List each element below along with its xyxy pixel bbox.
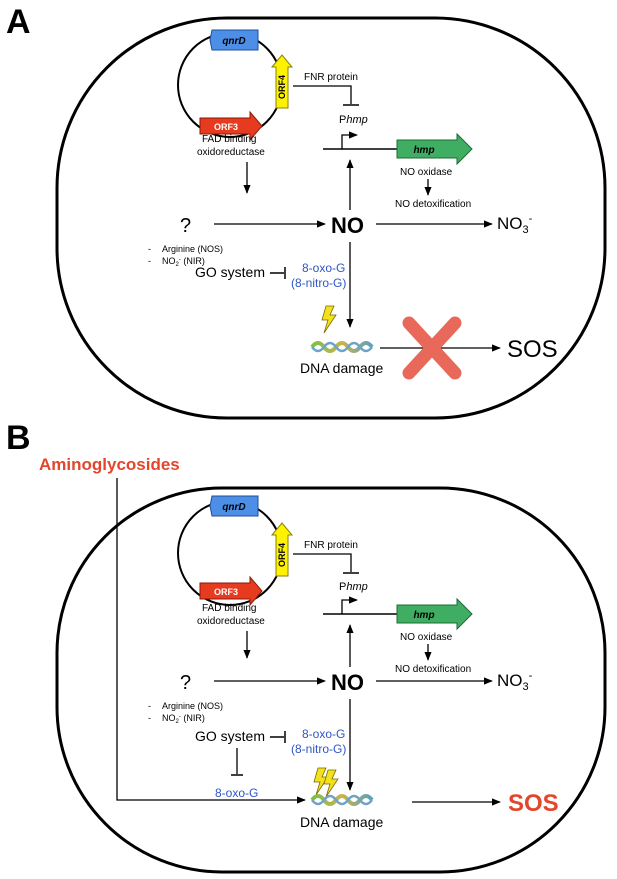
- svg-text:ORF3: ORF3: [214, 122, 238, 132]
- oxo-g-lower-label: 8-oxo-G: [215, 786, 258, 800]
- gene-orf3: ORF3: [199, 110, 263, 142]
- lightning-icon: [321, 305, 337, 334]
- fad-label-2: oxidoreductase: [197, 616, 265, 627]
- nitro-g-label: (8-nitro-G): [291, 276, 346, 290]
- svg-text:qnrD: qnrD: [222, 36, 245, 47]
- source-nitrite: NO2- (NIR): [162, 256, 205, 268]
- sos-label: SOS: [508, 790, 559, 817]
- svg-text:ORF4: ORF4: [277, 75, 287, 99]
- gene-orf4: ORF4: [270, 522, 294, 577]
- fad-label-1: FAD binding: [202, 603, 256, 614]
- dash-2: -: [148, 256, 151, 266]
- dna-helix-icon: [310, 794, 374, 806]
- gene-orf4: ORF4: [270, 54, 294, 109]
- promoter-arrow: [341, 131, 358, 149]
- svg-text:hmp: hmp: [413, 145, 434, 156]
- source-arginine: Arginine (NOS): [162, 244, 223, 254]
- no-detox-label: NO detoxification: [395, 664, 471, 675]
- nitrate-product: NO3-: [497, 670, 533, 693]
- gene-qnrD: qnrD: [209, 495, 259, 517]
- dna-helix-icon: [310, 341, 374, 353]
- fnr-inhibit-line: [293, 85, 352, 104]
- no-oxidase-label: NO oxidase: [400, 167, 453, 178]
- no-detox-label: NO detoxification: [395, 199, 471, 210]
- panel-a: A qnrD ORF4 ORF3 FNR protein Phmp hmp NO…: [6, 3, 607, 420]
- svg-text:ORF3: ORF3: [214, 587, 238, 597]
- promoter-arrow: [341, 596, 358, 614]
- svg-text:qnrD: qnrD: [222, 502, 245, 513]
- promoter-label: Phmp: [339, 581, 368, 593]
- no-node: NO: [331, 213, 364, 238]
- gene-hmp: hmp: [396, 132, 473, 166]
- gene-qnrD: qnrD: [209, 29, 259, 51]
- fad-label-2: oxidoreductase: [197, 147, 265, 158]
- aminoglycosides-label: Aminoglycosides: [39, 455, 180, 474]
- nitrate-product: NO3-: [497, 213, 533, 236]
- fnr-label: FNR protein: [304, 540, 358, 551]
- cell-outline: [55, 486, 607, 874]
- gene-hmp: hmp: [396, 597, 473, 631]
- panel-b: B Aminoglycosides qnrD ORF4 ORF3 FNR pro…: [6, 419, 607, 874]
- oxo-g-label: 8-oxo-G: [302, 727, 345, 741]
- go-system-label: GO system: [195, 264, 265, 280]
- aminoglycoside-to-dna-arrow: [116, 478, 306, 804]
- no-oxidase-label: NO oxidase: [400, 632, 453, 643]
- promoter-label: Phmp: [339, 114, 368, 126]
- dash-2: -: [148, 713, 151, 723]
- blocked-cross-icon: [402, 316, 462, 380]
- fad-label-1: FAD binding: [202, 134, 256, 145]
- go-system-label: GO system: [195, 728, 265, 744]
- svg-text:ORF4: ORF4: [277, 543, 287, 567]
- dash-1: -: [148, 244, 151, 254]
- oxo-g-label: 8-oxo-G: [302, 261, 345, 275]
- unknown-source: ?: [180, 672, 191, 694]
- dna-damage-label: DNA damage: [300, 360, 383, 376]
- panel-letter: A: [6, 3, 31, 41]
- dash-1: -: [148, 701, 151, 711]
- source-nitrite: NO2- (NIR): [162, 713, 205, 725]
- cell-outline: [55, 16, 607, 420]
- double-lightning-icon: [313, 767, 339, 798]
- sos-label: SOS: [507, 336, 558, 363]
- source-arginine: Arginine (NOS): [162, 701, 223, 711]
- fnr-label: FNR protein: [304, 72, 358, 83]
- unknown-source: ?: [180, 215, 191, 237]
- no-node: NO: [331, 670, 364, 695]
- nitro-g-label: (8-nitro-G): [291, 742, 346, 756]
- gene-orf3: ORF3: [199, 575, 263, 607]
- svg-text:hmp: hmp: [413, 610, 434, 621]
- dna-damage-label: DNA damage: [300, 814, 383, 830]
- fnr-inhibit-line: [293, 553, 352, 572]
- panel-letter: B: [6, 419, 31, 457]
